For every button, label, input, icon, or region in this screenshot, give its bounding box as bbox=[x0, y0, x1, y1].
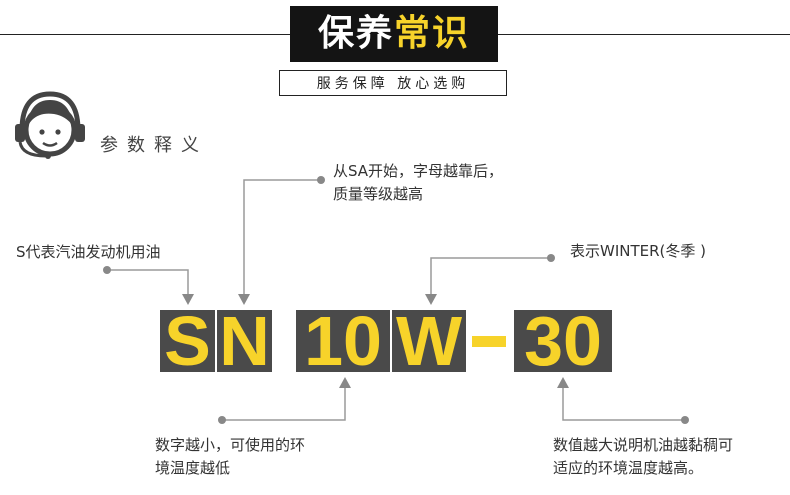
connector-dot-n bbox=[317, 176, 325, 184]
annotation-low-temp-line2: 境温度越低 bbox=[155, 459, 231, 477]
arrow-30 bbox=[557, 377, 569, 388]
connector-30 bbox=[562, 386, 685, 421]
annotation-n-line1: 从SA开始，字母越靠后， bbox=[333, 162, 504, 180]
connector-10 bbox=[222, 386, 346, 421]
arrow-s bbox=[182, 294, 194, 305]
annotation-low-temp: 数字越小，可使用的环 境温度越低 bbox=[155, 434, 305, 480]
annotation-n: 从SA开始，字母越靠后， 质量等级越高 bbox=[333, 160, 503, 206]
page-subtitle: 服务保障 放心选购 bbox=[279, 70, 507, 96]
annotation-high-temp-line1: 数值越大说明机油越黏稠可 bbox=[553, 436, 734, 454]
code-separator-dash bbox=[472, 336, 506, 347]
section-title: 参数释义 bbox=[100, 135, 208, 156]
connector-dot-w bbox=[547, 254, 555, 262]
page-title-part1: 保养 bbox=[317, 13, 394, 54]
code-tile-n: N bbox=[217, 306, 272, 376]
page-title-part2: 常识 bbox=[394, 13, 471, 54]
connector-w bbox=[430, 257, 551, 296]
connector-n bbox=[243, 179, 321, 296]
title-rule-left bbox=[0, 34, 290, 35]
annotation-n-line2: 质量等级越高 bbox=[333, 185, 424, 203]
annotation-high-temp-line2: 适应的环境温度越高。 bbox=[553, 459, 704, 477]
connector-s bbox=[107, 269, 189, 296]
title-rule-right bbox=[498, 34, 790, 35]
annotation-s: S代表汽油发动机用油 bbox=[16, 243, 161, 261]
connector-dot-30 bbox=[681, 416, 689, 424]
annotation-low-temp-line1: 数字越小，可使用的环 bbox=[155, 436, 306, 454]
code-tile-w: W bbox=[392, 306, 466, 376]
code-tile-10: 10 bbox=[296, 306, 390, 376]
code-tile-30: 30 bbox=[514, 306, 612, 376]
headset-support-avatar-icon bbox=[15, 91, 85, 159]
connector-dot-s bbox=[103, 266, 111, 274]
annotation-high-temp: 数值越大说明机油越黏稠可 适应的环境温度越高。 bbox=[553, 434, 733, 480]
connector-dot-10 bbox=[218, 416, 226, 424]
arrow-w bbox=[425, 294, 437, 305]
arrow-10 bbox=[339, 377, 351, 388]
page-title: 保养常识 bbox=[290, 6, 498, 62]
arrow-n bbox=[238, 294, 250, 305]
annotation-w: 表示WINTER(冬季 ) bbox=[570, 242, 707, 260]
code-tile-s: S bbox=[160, 306, 215, 376]
